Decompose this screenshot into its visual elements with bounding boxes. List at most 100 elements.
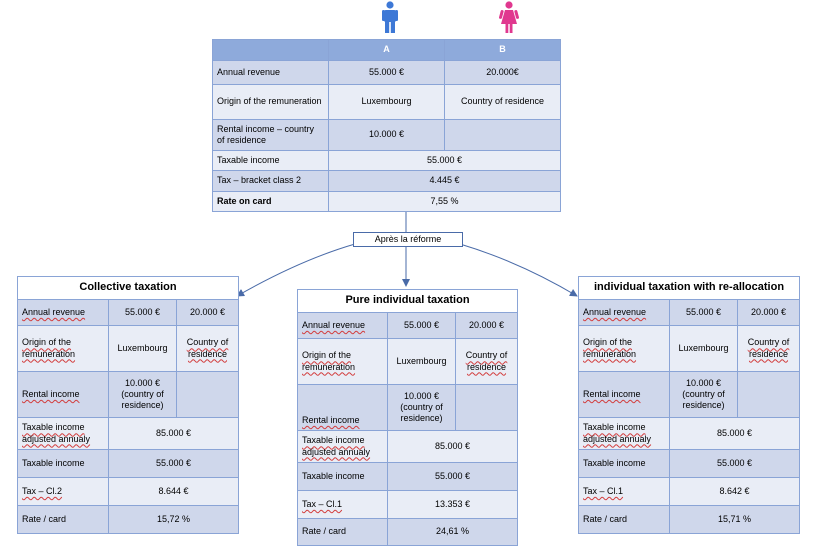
table-row: Annual revenue 55.000 € 20.000 € [297, 312, 519, 339]
cell-b [736, 371, 801, 418]
row-label: Annual revenue [578, 299, 670, 326]
cell-a: 10.000 € (country of residence) [387, 384, 456, 431]
row-label: Rental income [17, 371, 109, 418]
cell-merged: 85.000 € [386, 430, 519, 463]
table-row: Rate / card 15,71 % [578, 505, 801, 534]
row-label: Tax – Cl.1 [578, 477, 670, 506]
reform-label: Après la réforme [353, 232, 463, 247]
reallocation-taxation-table: individual taxation with re-allocation A… [577, 276, 801, 534]
cell-merged: 55.000 € [328, 150, 561, 171]
table-row: Rate / card 15,72 % [17, 505, 239, 534]
cell-merged: 85.000 € [668, 417, 801, 450]
row-label: Rental income [578, 371, 670, 418]
cell-b: Country of residence [176, 325, 239, 372]
cell-a: Luxembourg [108, 325, 177, 372]
table-row: Annual revenue 55.000 € 20.000 € [578, 299, 801, 326]
table-row: Rate on card 7,55 % [212, 191, 561, 212]
table-row: Taxable income 55.000 € [578, 449, 801, 478]
table-row: Taxable income 55.000 € [212, 150, 561, 171]
row-label: Tax – Cl.2 [17, 477, 109, 506]
male-person-icon [382, 1, 398, 33]
cell-b: Country of residence [736, 325, 801, 372]
header-cell [212, 39, 329, 61]
row-label: Taxable income [578, 449, 670, 478]
header-cell-b: B [444, 39, 561, 61]
cell-a: 10.000 € (country of residence) [669, 371, 738, 418]
table-row: Origin of the remuneration Luxembourg Co… [17, 325, 239, 372]
row-label: Taxable income [17, 449, 109, 478]
cell-merged: 13.353 € [386, 490, 519, 519]
cell-merged: 8.642 € [668, 477, 801, 506]
row-label: Rate on card [212, 191, 329, 212]
cell-b [176, 371, 239, 418]
row-label: Taxable income [297, 462, 388, 491]
table-row: Tax – Cl.2 8.644 € [17, 477, 239, 506]
row-label: Tax – bracket class 2 [212, 170, 329, 192]
table-row: Origin of the remuneration Luxembourg Co… [212, 84, 561, 120]
cell-merged: 55.000 € [386, 462, 519, 491]
cell-b [454, 384, 519, 431]
row-label: Annual revenue [297, 312, 388, 339]
cell-merged: 4.445 € [328, 170, 561, 192]
row-label: Rate / card [297, 518, 388, 546]
row-label: Tax – Cl.1 [297, 490, 388, 519]
cell-b: 20.000 € [176, 299, 239, 326]
cell-a: 55.000 € [387, 312, 456, 339]
row-label: Rental income – country of residence [212, 119, 329, 151]
row-label: Taxable income adjusted annualy [297, 430, 388, 463]
table-row: Rental income – country of residence 10.… [212, 119, 561, 151]
cell-merged: 7,55 % [328, 191, 561, 212]
cell-a: 10.000 € (country of residence) [108, 371, 177, 418]
table-row: Annual revenue 55.000 € 20.000 € [17, 299, 239, 326]
cell-b [444, 119, 561, 151]
cell-b: 20.000 € [736, 299, 801, 326]
row-label: Annual revenue [17, 299, 109, 326]
cell-merged: 55.000 € [108, 449, 239, 478]
cell-merged: 85.000 € [108, 417, 239, 450]
row-label: Annual revenue [212, 60, 329, 85]
table-row: Tax – bracket class 2 4.445 € [212, 170, 561, 192]
cell-a: 55.000 € [328, 60, 445, 85]
row-label: Taxable income [212, 150, 329, 171]
cell-a: 55.000 € [669, 299, 738, 326]
cell-a: 55.000 € [108, 299, 177, 326]
top-table-header: A B [212, 39, 561, 61]
table-row: Rental income 10.000 € (country of resid… [578, 371, 801, 418]
row-label: Taxable income adjusted annualy [17, 417, 109, 450]
cell-a: Luxembourg [328, 84, 445, 120]
row-label: Taxable income adjusted annualy [578, 417, 670, 450]
cell-a: Luxembourg [669, 325, 738, 372]
cell-a: 10.000 € [328, 119, 445, 151]
table-row: Taxable income 55.000 € [297, 462, 519, 491]
row-label: Origin of the remuneration [212, 84, 329, 120]
row-label: Rental income [297, 384, 388, 431]
table-row: Taxable income adjusted annualy 85.000 € [17, 417, 239, 450]
top-table: A B Annual revenue 55.000 € 20.000€ Orig… [212, 39, 561, 212]
cell-merged: 8.644 € [108, 477, 239, 506]
table-row: Taxable income 55.000 € [17, 449, 239, 478]
cell-b: Country of residence [454, 338, 519, 385]
female-person-icon [499, 1, 519, 33]
table-row: Taxable income adjusted annualy 85.000 € [578, 417, 801, 450]
panel-title: Pure individual taxation [296, 289, 519, 313]
row-label: Origin of the remuneration [297, 338, 388, 385]
cell-merged: 24,61 % [386, 518, 519, 546]
table-row: Origin of the remuneration Luxembourg Co… [578, 325, 801, 372]
table-row: Rental income 10.000 € (country of resid… [17, 371, 239, 418]
table-row: Rental income 10.000 € (country of resid… [297, 384, 519, 431]
cell-b: Country of residence [444, 84, 561, 120]
table-row: Origin of the remuneration Luxembourg Co… [297, 338, 519, 385]
table-row: Tax – Cl.1 13.353 € [297, 490, 519, 519]
pure-individual-taxation-table: Pure individual taxation Annual revenue … [296, 289, 519, 546]
table-row: Taxable income adjusted annualy 85.000 € [297, 430, 519, 463]
panel-title: Collective taxation [17, 276, 239, 300]
table-row: Annual revenue 55.000 € 20.000€ [212, 60, 561, 85]
collective-taxation-table: Collective taxation Annual revenue 55.00… [17, 276, 239, 534]
cell-merged: 15,72 % [108, 505, 239, 534]
cell-merged: 55.000 € [668, 449, 801, 478]
row-label: Origin of the remuneration [17, 325, 109, 372]
row-label: Rate / card [578, 505, 670, 534]
cell-a: Luxembourg [387, 338, 456, 385]
header-cell-a: A [328, 39, 445, 61]
